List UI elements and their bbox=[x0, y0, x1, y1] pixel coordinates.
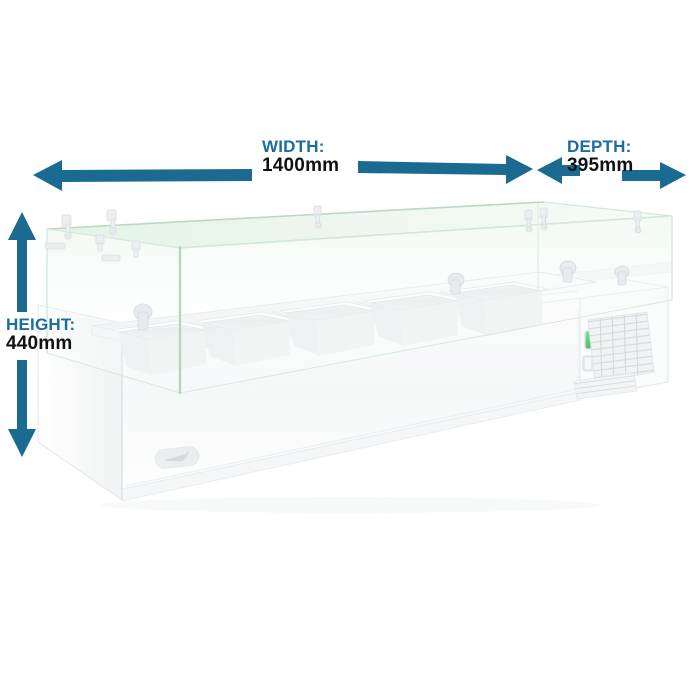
lower-vent-grille-slats bbox=[574, 374, 637, 395]
lower-vent-grille bbox=[573, 372, 638, 400]
vent-grille-slats bbox=[588, 312, 654, 383]
glass-bracket bbox=[61, 205, 642, 240]
glass-post-foot bbox=[133, 260, 630, 331]
floor-shadow bbox=[100, 497, 600, 513]
sneeze-guard-glass bbox=[44, 201, 673, 394]
glass-side-bracket bbox=[44, 234, 141, 262]
height-caption: HEIGHT: bbox=[6, 315, 76, 334]
brand-logo-badge bbox=[154, 446, 200, 469]
front-panel-crease-lower bbox=[125, 388, 579, 487]
vent-grille bbox=[587, 311, 655, 384]
height-dimension-label: HEIGHT: 440mm bbox=[6, 316, 75, 354]
control-panel bbox=[573, 310, 655, 400]
glass-top-edge bbox=[46, 201, 545, 230]
height-value: 440mm bbox=[6, 332, 73, 354]
width-caption: WIDTH: bbox=[262, 137, 325, 156]
depth-caption: DEPTH: bbox=[567, 137, 632, 156]
control-button-led bbox=[585, 358, 591, 369]
depth-dimension-label: DEPTH: 395mm bbox=[567, 138, 634, 176]
width-value: 1400mm bbox=[262, 154, 340, 176]
depth-value: 395mm bbox=[567, 154, 634, 176]
width-dimension-label: WIDTH: 1400mm bbox=[262, 138, 339, 176]
